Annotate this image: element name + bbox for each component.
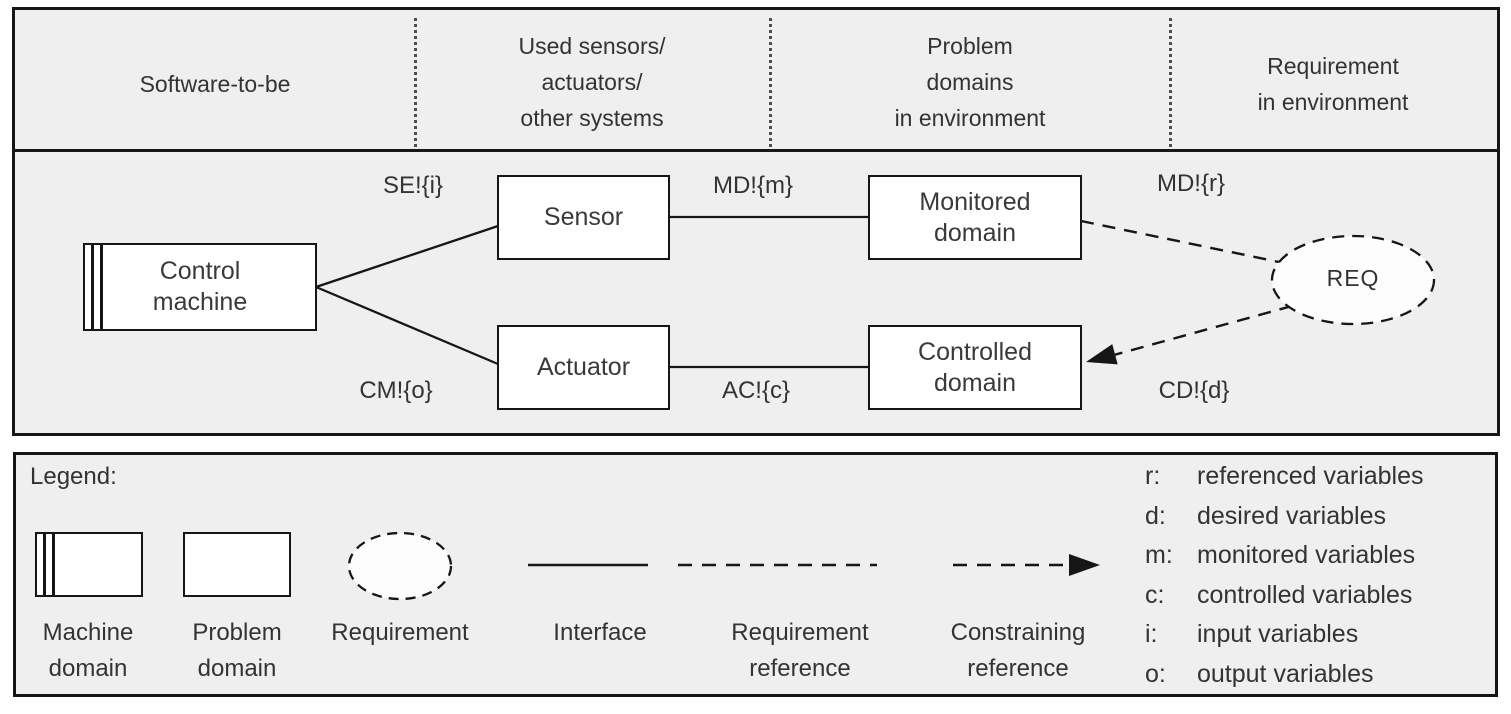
node-label: domain xyxy=(934,218,1016,247)
legend-label-text: Problem xyxy=(192,619,282,646)
header-separator-line xyxy=(15,149,1497,152)
header-requirement-in-environment: Requirement in environment xyxy=(1183,48,1483,120)
variable-desc: referenced variables xyxy=(1197,462,1424,490)
monitored-domain-node: Monitored domain xyxy=(868,175,1082,260)
controlled-domain-node: Controlled domain xyxy=(868,325,1082,410)
header-text: actuators/ xyxy=(541,69,643,95)
node-label: Monitored xyxy=(919,187,1031,216)
edge-label-md-r: MD!{r} xyxy=(1156,170,1225,197)
node-label: machine xyxy=(152,288,248,316)
legend-variable-definitions: r: referenced variables d: desired varia… xyxy=(1145,457,1424,694)
legend-title: Legend: xyxy=(30,463,117,490)
legend-label-text: Requirement xyxy=(331,619,469,646)
actuator-node: Actuator xyxy=(497,325,670,410)
variable-key: o: xyxy=(1145,659,1166,688)
header-problem-domains: Problem domains in environment xyxy=(820,28,1120,136)
column-separator-2 xyxy=(769,18,772,147)
header-text: Problem xyxy=(927,33,1013,59)
header-used-sensors-actuators: Used sensors/ actuators/ other systems xyxy=(442,28,742,136)
legend-label-text: Interface xyxy=(553,619,647,646)
legend-label-problem-domain: Problem domain xyxy=(157,615,317,687)
machine-domain-stripe xyxy=(43,534,46,595)
node-label: Controlled xyxy=(918,337,1032,366)
header-text: in environment xyxy=(1257,89,1409,115)
column-separator-3 xyxy=(1169,18,1172,147)
variable-row: d: desired variables xyxy=(1145,497,1424,537)
variable-row: c: controlled variables xyxy=(1145,576,1424,616)
legend-label-constraining-reference: Constraining reference xyxy=(913,615,1123,687)
variable-desc: controlled variables xyxy=(1197,580,1413,609)
variable-desc: input variables xyxy=(1197,620,1359,648)
control-machine-node: Control machine xyxy=(83,243,317,331)
legend-label-text: Constraining xyxy=(950,619,1086,646)
header-text: other systems xyxy=(520,105,664,131)
legend-label-machine-domain: Machine domain xyxy=(8,615,168,687)
header-text: Requirement xyxy=(1267,53,1399,79)
legend-machine-domain-symbol xyxy=(35,532,143,597)
header-text: domains xyxy=(926,69,1014,95)
column-separator-1 xyxy=(414,18,417,147)
header-text: in environment xyxy=(894,105,1046,131)
variable-desc: desired variables xyxy=(1197,501,1386,530)
variable-desc: output variables xyxy=(1197,659,1374,688)
legend-label-text: reference xyxy=(749,655,851,682)
legend-label-text: domain xyxy=(197,655,277,682)
variable-key: d: xyxy=(1145,501,1166,530)
machine-domain-stripe xyxy=(91,245,94,329)
variable-key: c: xyxy=(1145,580,1165,609)
edge-label-md-m: MD!{m} xyxy=(712,172,793,199)
node-label: Control xyxy=(159,257,241,285)
variable-row: r: referenced variables xyxy=(1145,457,1424,497)
legend-label-requirement: Requirement xyxy=(313,615,487,651)
variable-key: m: xyxy=(1145,541,1173,569)
variable-key: r: xyxy=(1145,462,1161,490)
variable-row: o: output variables xyxy=(1145,655,1424,695)
header-software-to-be: Software-to-be xyxy=(65,66,365,102)
req-ellipse-label: REQ xyxy=(1326,265,1380,291)
legend-label-interface: Interface xyxy=(513,615,687,651)
variable-key: i: xyxy=(1145,620,1158,648)
variable-row: i: input variables xyxy=(1145,615,1424,655)
edge-label-cm-o: CM!{o} xyxy=(359,377,433,404)
legend-label-text: Machine xyxy=(42,619,134,646)
machine-domain-stripe xyxy=(52,534,55,595)
variable-desc: monitored variables xyxy=(1197,541,1416,569)
node-label: domain xyxy=(934,368,1016,397)
legend-label-text: Requirement xyxy=(731,619,869,646)
edge-label-cd-d: CD!{d} xyxy=(1158,377,1230,404)
node-label: Sensor xyxy=(543,203,624,231)
header-text: Used sensors/ xyxy=(518,33,666,59)
node-label: Actuator xyxy=(536,353,631,381)
legend-label-text: reference xyxy=(967,655,1069,682)
legend-problem-domain-symbol xyxy=(183,532,291,597)
edge-label-se-i: SE!{i} xyxy=(382,172,444,199)
edge-label-ac-c: AC!{c} xyxy=(721,377,791,404)
header-text: Software-to-be xyxy=(139,71,291,97)
legend-label-requirement-reference: Requirement reference xyxy=(695,615,905,687)
machine-domain-stripe xyxy=(100,245,103,329)
sensor-node: Sensor xyxy=(497,175,670,260)
legend-label-text: domain xyxy=(48,655,128,682)
variable-row: m: monitored variables xyxy=(1145,536,1424,576)
